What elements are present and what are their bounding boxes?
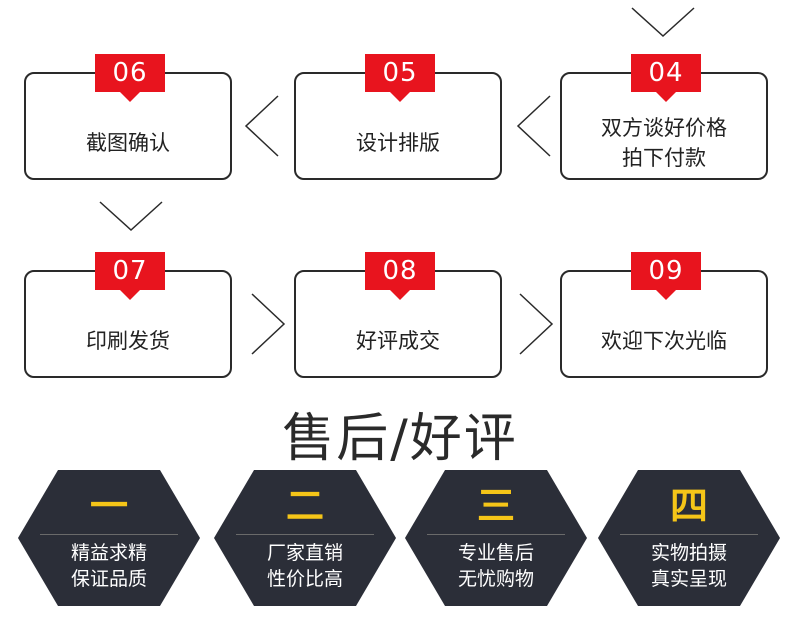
badge-1-line-2: 保证品质 xyxy=(70,568,147,590)
hexagon-icon xyxy=(598,470,780,606)
step-08-label: 好评成交 xyxy=(296,310,500,372)
step-08-box: 08 好评成交 xyxy=(294,252,502,378)
badge-2-number: 二 xyxy=(285,484,324,528)
hexagon-badge-4: 四 实物拍摄 真实呈现 xyxy=(598,470,780,606)
step-04-number-badge: 04 xyxy=(631,54,701,102)
hexagon-badge-2: 二 厂家直销 性价比高 xyxy=(214,470,396,606)
badge-2-divider xyxy=(236,534,374,535)
hexagon-badge-1: 一 精益求精 保证品质 xyxy=(18,470,200,606)
badge-3-number: 三 xyxy=(476,484,515,528)
hexagon-icon xyxy=(214,470,396,606)
arrow-down-step-06-to-07 xyxy=(99,201,163,232)
step-07-label-line-1: 印刷发货 xyxy=(86,329,170,353)
badge-3-line-1: 专业售后 xyxy=(457,542,534,564)
arrow-down-into-step-04 xyxy=(631,7,695,38)
badge-1-text: 精益求精 保证品质 xyxy=(18,540,200,592)
hexagon-icon xyxy=(18,470,200,606)
step-04-label-line-1: 双方谈好价格 xyxy=(601,116,727,140)
badge-1-line-1: 精益求精 xyxy=(70,542,147,564)
step-09-label-line-1: 欢迎下次光临 xyxy=(601,329,727,353)
step-05-label: 设计排版 xyxy=(296,112,500,174)
badge-4-divider xyxy=(620,534,758,535)
step-04-label: 双方谈好价格 拍下付款 xyxy=(562,112,766,174)
arrow-right-step-07-to-08 xyxy=(251,293,286,355)
badge-4-text: 实物拍摄 真实呈现 xyxy=(598,540,780,592)
badge-1-divider xyxy=(40,534,178,535)
step-05-label-line-1: 设计排版 xyxy=(356,131,440,155)
step-07-box: 07 印刷发货 xyxy=(24,252,232,378)
step-05-box: 05 设计排版 xyxy=(294,54,502,180)
badge-3-line-2: 无忧购物 xyxy=(457,568,534,590)
step-06-label-line-1: 截图确认 xyxy=(86,131,170,155)
step-08-number-badge: 08 xyxy=(365,252,435,300)
badge-4-number: 四 xyxy=(669,484,708,528)
badge-3-text: 专业售后 无忧购物 xyxy=(405,540,587,592)
hexagon-icon xyxy=(405,470,587,606)
step-06-box: 06 截图确认 xyxy=(24,54,232,180)
step-06-label: 截图确认 xyxy=(26,112,230,174)
arrow-left-step-04-to-05 xyxy=(516,95,551,157)
step-05-number-badge: 05 xyxy=(365,54,435,102)
badge-2-text: 厂家直销 性价比高 xyxy=(214,540,396,592)
step-09-box: 09 欢迎下次光临 xyxy=(560,252,768,378)
section-title: 售后/好评 xyxy=(282,409,518,469)
step-07-label: 印刷发货 xyxy=(26,310,230,372)
step-04-label-line-2: 拍下付款 xyxy=(622,146,706,170)
step-09-label: 欢迎下次光临 xyxy=(562,310,766,372)
badge-1-number: 一 xyxy=(89,484,128,528)
badge-2-line-2: 性价比高 xyxy=(266,568,343,590)
step-07-number-badge: 07 xyxy=(95,252,165,300)
arrow-left-step-05-to-06 xyxy=(244,95,279,157)
badge-2-line-1: 厂家直销 xyxy=(266,542,343,564)
badge-4-line-2: 真实呈现 xyxy=(650,568,727,590)
badge-4-line-1: 实物拍摄 xyxy=(650,542,727,564)
step-04-box: 04 双方谈好价格 拍下付款 xyxy=(560,54,768,180)
step-06-number-badge: 06 xyxy=(95,54,165,102)
hexagon-badge-3: 三 专业售后 无忧购物 xyxy=(405,470,587,606)
step-09-number-badge: 09 xyxy=(631,252,701,300)
badge-3-divider xyxy=(427,534,565,535)
step-08-label-line-1: 好评成交 xyxy=(356,329,440,353)
arrow-right-step-08-to-09 xyxy=(519,293,554,355)
